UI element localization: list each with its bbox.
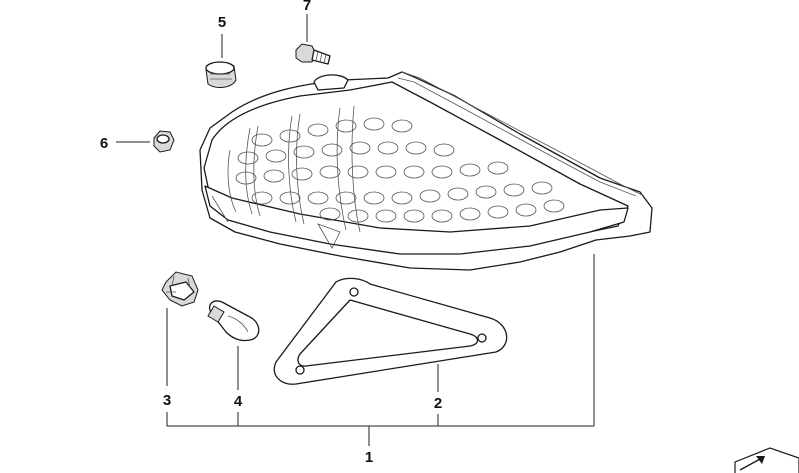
gasket xyxy=(273,277,508,385)
grommet xyxy=(205,61,237,88)
callout-3: 3 xyxy=(163,392,171,409)
nut xyxy=(153,130,175,153)
callout-4: 4 xyxy=(234,393,243,410)
callout-2: 2 xyxy=(434,395,442,412)
box-arrow-icon xyxy=(734,447,799,473)
callout-6: 6 xyxy=(100,135,108,152)
callout-5: 5 xyxy=(218,14,226,31)
bulb xyxy=(207,300,260,342)
tail-light-assembly xyxy=(199,71,653,271)
screw xyxy=(295,43,331,65)
callout-7: 7 xyxy=(303,0,311,14)
callout-1: 1 xyxy=(365,449,373,466)
leader-lines xyxy=(116,14,595,446)
bulb-socket xyxy=(161,271,199,307)
